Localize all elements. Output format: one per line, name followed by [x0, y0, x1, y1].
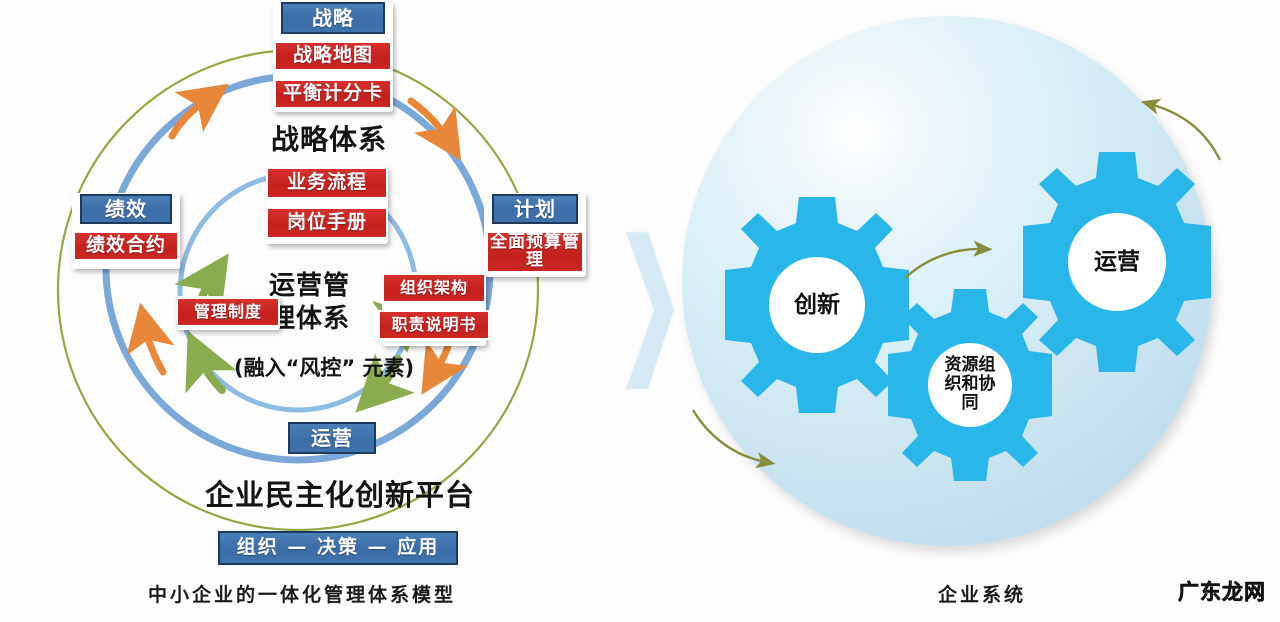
- gear-operations-label: 运营: [1094, 248, 1140, 275]
- plan-header[interactable]: 计划: [492, 194, 578, 224]
- gears-and-arrows: [691, 98, 1222, 481]
- gear-innovation-label-wrap: 创新: [769, 257, 865, 353]
- gear-arrow-top-right: [1140, 98, 1222, 161]
- strategy-header[interactable]: 战略: [281, 2, 385, 34]
- gear-resource-label: 资源组 织和协 同: [928, 343, 1012, 427]
- gear-resource-line2: 织和协: [944, 374, 996, 395]
- gear-operations[interactable]: [1023, 152, 1211, 372]
- risk-control-note: (融入“风控” 元素): [234, 356, 415, 380]
- gear-innovation-label: 创新: [794, 291, 840, 318]
- gear-operations-label-wrap: 运营: [1069, 214, 1165, 310]
- chevron-right-icon: [625, 231, 674, 390]
- ops-system-title-line1: 运营管: [269, 271, 351, 301]
- gear-arrow-middle: [904, 240, 993, 279]
- center-item-business-process[interactable]: 业务流程: [266, 167, 388, 199]
- green-arrow-lower-right: [355, 353, 415, 413]
- right-gear-model: 创新 资源组 织和协 同 运营 企业系统: [620, 0, 1280, 622]
- strategy-item-balanced-scorecard[interactable]: 平衡计分卡: [274, 79, 392, 109]
- center-item-org-structure[interactable]: 组织架构: [382, 273, 486, 303]
- orange-arrow-top-right: [407, 97, 462, 161]
- left-caption: 中小企业的一体化管理体系模型: [148, 584, 457, 606]
- strategy-item-strategy-map[interactable]: 战略地图: [274, 41, 392, 71]
- gear-resource-label-wrap: 资源组 织和协 同: [928, 343, 1012, 427]
- plan-item-budget-management[interactable]: 全面预算管理: [486, 231, 584, 273]
- gear-resource-line3: 同: [961, 392, 979, 413]
- right-caption: 企业系统: [938, 584, 1027, 606]
- platform-bar[interactable]: 组织 — 决策 — 应用: [218, 531, 458, 565]
- gear-innovation[interactable]: [725, 197, 909, 413]
- gear-resource-line1: 资源组: [944, 355, 996, 376]
- ops-system-title-line2: 理体系: [269, 304, 351, 334]
- gear-resource[interactable]: [888, 289, 1052, 481]
- strategy-system-label: 战略体系: [271, 123, 388, 156]
- watermark: 广东龙网: [1178, 580, 1266, 605]
- green-arrow-lower-left: [185, 330, 237, 394]
- performance-item-contract[interactable]: 绩效合约: [73, 231, 179, 261]
- center-item-management-rules[interactable]: 管理制度: [176, 297, 280, 327]
- operations-header[interactable]: 运营: [288, 422, 376, 454]
- left-circular-model: 战略 战略地图 平衡计分卡 战略体系 绩效 绩效合约 计划 全面预算管理 业务流…: [0, 0, 620, 622]
- orange-arrow-bottom-left: [126, 302, 175, 376]
- orange-arrow-top-left: [168, 83, 229, 140]
- center-item-position-manual[interactable]: 岗位手册: [266, 207, 388, 239]
- innovation-platform-label: 企业民主化创新平台: [205, 478, 476, 512]
- performance-header[interactable]: 绩效: [80, 194, 172, 224]
- gear-arrow-bottom-left: [691, 409, 776, 469]
- center-item-job-description[interactable]: 职责说明书: [378, 310, 490, 340]
